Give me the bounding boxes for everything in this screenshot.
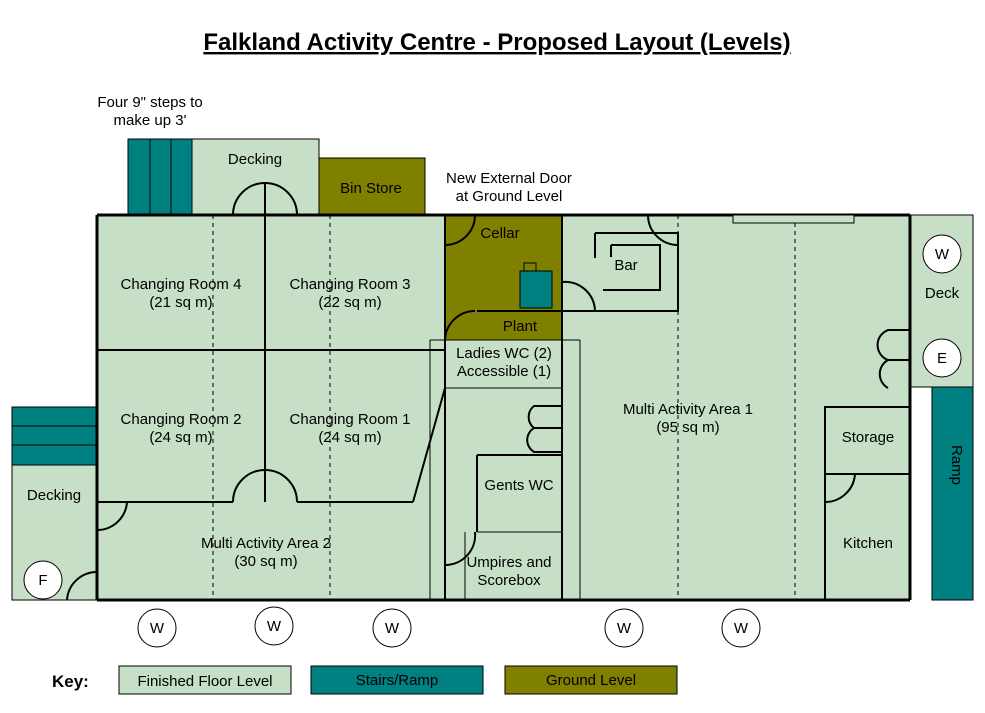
door-note-line1: New External Door: [446, 170, 572, 187]
changing-room-3-name: Changing Room 3: [290, 276, 411, 293]
window-marker: W: [137, 608, 177, 648]
svg-text:W: W: [734, 620, 749, 637]
cellar-label: Cellar: [480, 225, 519, 242]
svg-text:Ground Level: Ground Level: [546, 672, 636, 689]
svg-text:W: W: [385, 620, 400, 637]
window-marker: W: [922, 234, 962, 274]
left-stairs: [11, 406, 98, 466]
bar-label: Bar: [614, 257, 637, 274]
legend-title: Key:: [52, 672, 89, 691]
legend-finished-floor: Finished Floor Level: [118, 665, 292, 695]
svg-text:F: F: [38, 572, 47, 589]
top-stairs: [127, 138, 193, 216]
svg-text:E: E: [937, 350, 947, 367]
decking-top-label: Decking: [228, 151, 282, 168]
plant-label: Plant: [503, 318, 538, 335]
storage-label: Storage: [842, 429, 895, 446]
window-marker: W: [604, 608, 644, 648]
fire-marker: F: [23, 560, 63, 600]
decking-left-label: Decking: [27, 487, 81, 504]
steps-note-line2: make up 3': [114, 112, 187, 129]
exit-marker: E: [922, 338, 962, 378]
cellar-stairs: [519, 270, 553, 309]
text-labels: Four 9" steps to make up 3' New External…: [27, 94, 965, 589]
svg-text:Finished Floor Level: Finished Floor Level: [137, 673, 272, 690]
bin-store-area: [318, 157, 426, 216]
ramp-label: Ramp: [948, 445, 965, 485]
changing-room-2-name: Changing Room 2: [121, 411, 242, 428]
svg-text:W: W: [617, 620, 632, 637]
changing-room-1-area: (24 sq m): [318, 429, 381, 446]
umpires-label-line1: Umpires and: [466, 554, 551, 571]
changing-room-1-name: Changing Room 1: [290, 411, 411, 428]
multi-activity-1-area: (95 sq m): [656, 419, 719, 436]
svg-text:W: W: [150, 620, 165, 637]
decking-top-area: [191, 138, 320, 216]
svg-text:W: W: [267, 618, 282, 635]
legend-stairs-ramp: Stairs/Ramp: [310, 665, 484, 695]
door-swings: [66, 181, 910, 601]
circle-markers: W E F W W W W W: [23, 234, 962, 648]
svg-text:W: W: [935, 246, 950, 263]
steps-note-line1: Four 9" steps to: [97, 94, 202, 111]
accessible-wc-label: Accessible (1): [457, 363, 551, 380]
changing-room-2-area: (24 sq m): [149, 429, 212, 446]
window-marker: W: [372, 608, 412, 648]
multi-activity-1-name: Multi Activity Area 1: [623, 401, 753, 418]
deck-label: Deck: [925, 285, 960, 302]
changing-room-4-area: (21 sq m): [149, 294, 212, 311]
ladies-wc-label: Ladies WC (2): [456, 345, 552, 362]
legend: Key: Finished Floor Level Stairs/Ramp Gr…: [52, 665, 678, 695]
legend-ground-level: Ground Level: [504, 665, 678, 695]
gents-wc-label: Gents WC: [484, 477, 553, 494]
multi-activity-2-name: Multi Activity Area 2: [201, 535, 331, 552]
window-marker: W: [254, 606, 294, 646]
svg-text:Stairs/Ramp: Stairs/Ramp: [356, 672, 439, 689]
changing-room-4-name: Changing Room 4: [121, 276, 242, 293]
kitchen-label: Kitchen: [843, 535, 893, 552]
multi-activity-2-area: (30 sq m): [234, 553, 297, 570]
door-note-line2: at Ground Level: [456, 188, 563, 205]
window-marker: W: [721, 608, 761, 648]
bin-store-label: Bin Store: [340, 180, 402, 197]
umpires-label-line2: Scorebox: [477, 572, 541, 589]
changing-room-3-area: (22 sq m): [318, 294, 381, 311]
cellar-stairs-top: [523, 262, 537, 272]
plan-title: Falkland Activity Centre - Proposed Layo…: [203, 29, 790, 56]
ramp-area: [931, 386, 974, 601]
